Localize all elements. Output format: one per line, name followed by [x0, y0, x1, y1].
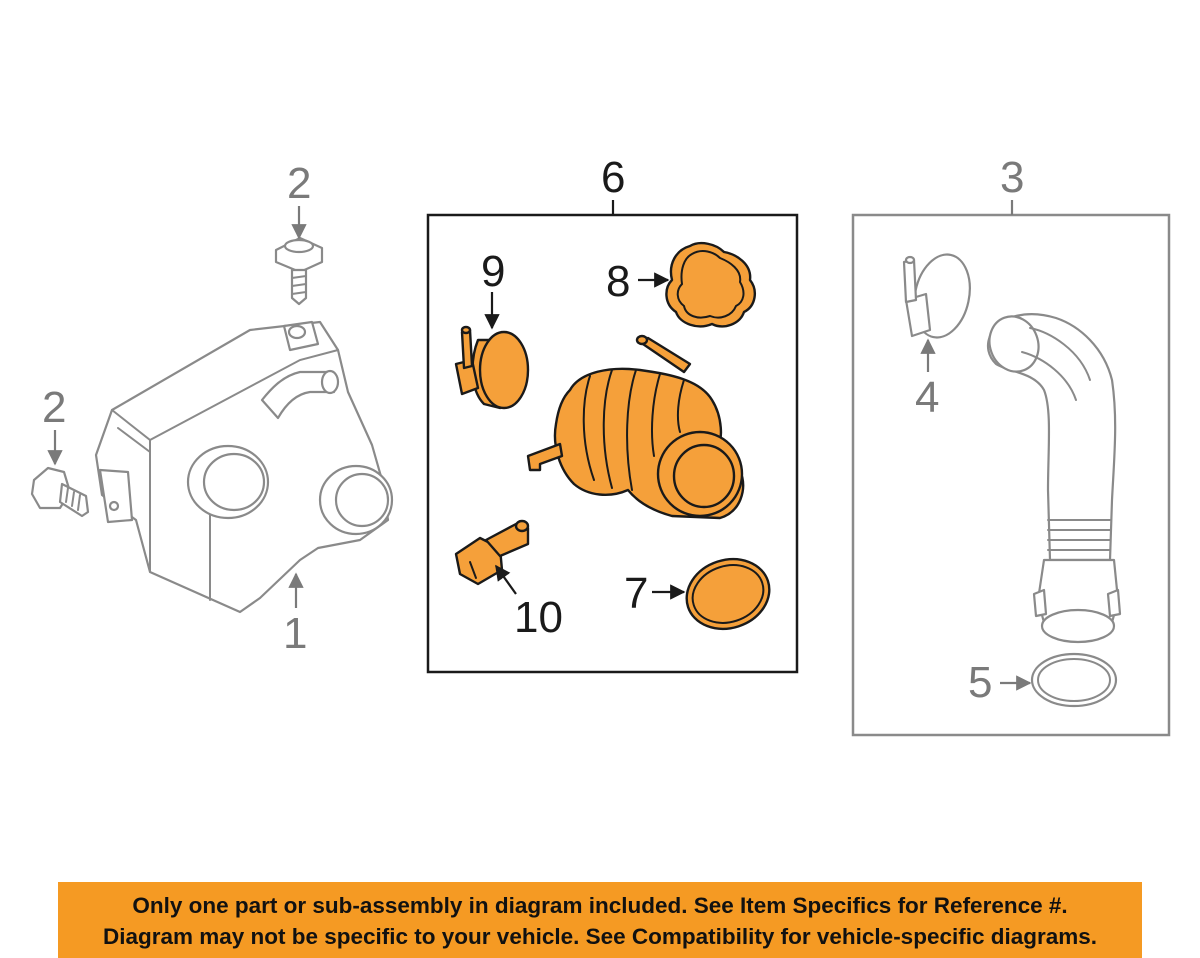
part-2-bolt-top	[274, 236, 324, 306]
part-5-o-ring	[1030, 652, 1118, 708]
callout-8: 8	[606, 257, 630, 306]
callout-1: 1	[283, 609, 307, 658]
part-3-intake-pipe	[986, 313, 1122, 644]
assembly-box-3	[851, 213, 1171, 737]
part-1-intercooler-housing	[94, 320, 394, 614]
part-2-bolt-left	[30, 466, 90, 518]
callout-7: 7	[624, 569, 648, 618]
notice-banner: Only one part or sub-assembly in diagram…	[58, 882, 1142, 958]
callout-3: 3	[1000, 153, 1024, 202]
callout-2-left: 2	[42, 383, 66, 432]
part-7-seal	[685, 557, 771, 631]
leader-10	[495, 564, 517, 595]
callout-9: 9	[481, 247, 505, 296]
notice-line-1: Only one part or sub-assembly in diagram…	[132, 893, 1068, 918]
part-9-hose-clamp	[454, 325, 530, 410]
part-4-hose-clamp	[902, 253, 971, 339]
callout-4: 4	[915, 373, 939, 422]
callout-2-top: 2	[287, 159, 311, 208]
callout-10: 10	[514, 593, 563, 642]
callout-6: 6	[601, 153, 625, 202]
part-10-sensor	[454, 519, 530, 586]
callout-5: 5	[968, 658, 992, 707]
part-8-gasket	[665, 241, 756, 328]
part-6-intake-hose	[526, 334, 745, 520]
notice-line-2: Diagram may not be specific to your vehi…	[102, 924, 1098, 949]
